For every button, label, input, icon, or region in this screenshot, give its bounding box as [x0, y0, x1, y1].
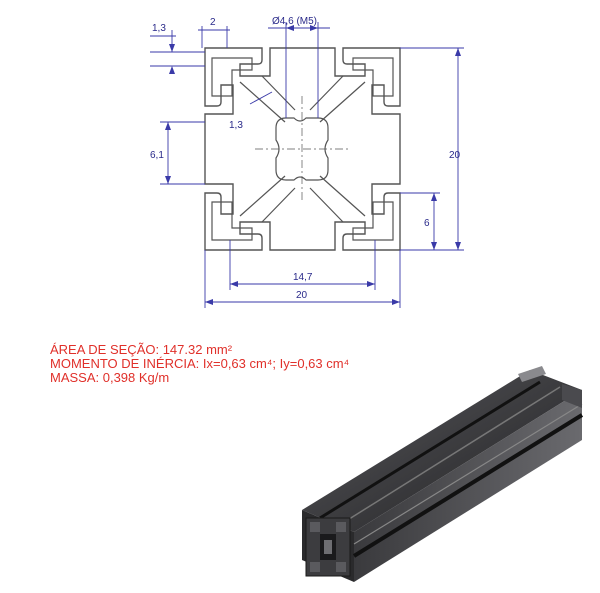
cross-section-drawing: 1,3 2 Ø4,6 (M5) 1,3 6,1 20 6 14,7 20 — [150, 16, 464, 308]
extrusion-3d-render — [302, 366, 584, 582]
inertia-text: MOMENTO DE INÉRCIA: Ix=0,63 cm⁴; Iy=0,63… — [50, 356, 350, 371]
dim-inner-width: 14,7 — [293, 272, 313, 283]
area-text: ÁREA DE SEÇÃO: 147.32 mm² — [50, 342, 233, 357]
front-face — [305, 517, 351, 577]
dim-center-hole: Ø4,6 (M5) — [272, 16, 317, 27]
dim-profile-width: 20 — [296, 290, 308, 301]
dimension-arrows — [165, 25, 461, 305]
dim-wall-thickness: 1,3 — [152, 23, 166, 34]
dim-slot-opening: 2 — [210, 17, 216, 28]
dimension-lines — [150, 22, 464, 308]
inner-slots — [211, 57, 394, 241]
mass-text: MASSA: 0,398 Kg/m — [50, 370, 170, 385]
profile-outline — [204, 47, 401, 251]
dim-profile-height: 20 — [449, 150, 461, 161]
section-properties: ÁREA DE SEÇÃO: 147.32 mm² MOMENTO DE INÉ… — [50, 343, 349, 385]
dim-slot-depth: 6,1 — [150, 150, 164, 161]
center-lines — [255, 96, 350, 202]
dim-slot-offset: 6 — [424, 218, 430, 229]
dim-inner-wall: 1,3 — [229, 120, 243, 131]
